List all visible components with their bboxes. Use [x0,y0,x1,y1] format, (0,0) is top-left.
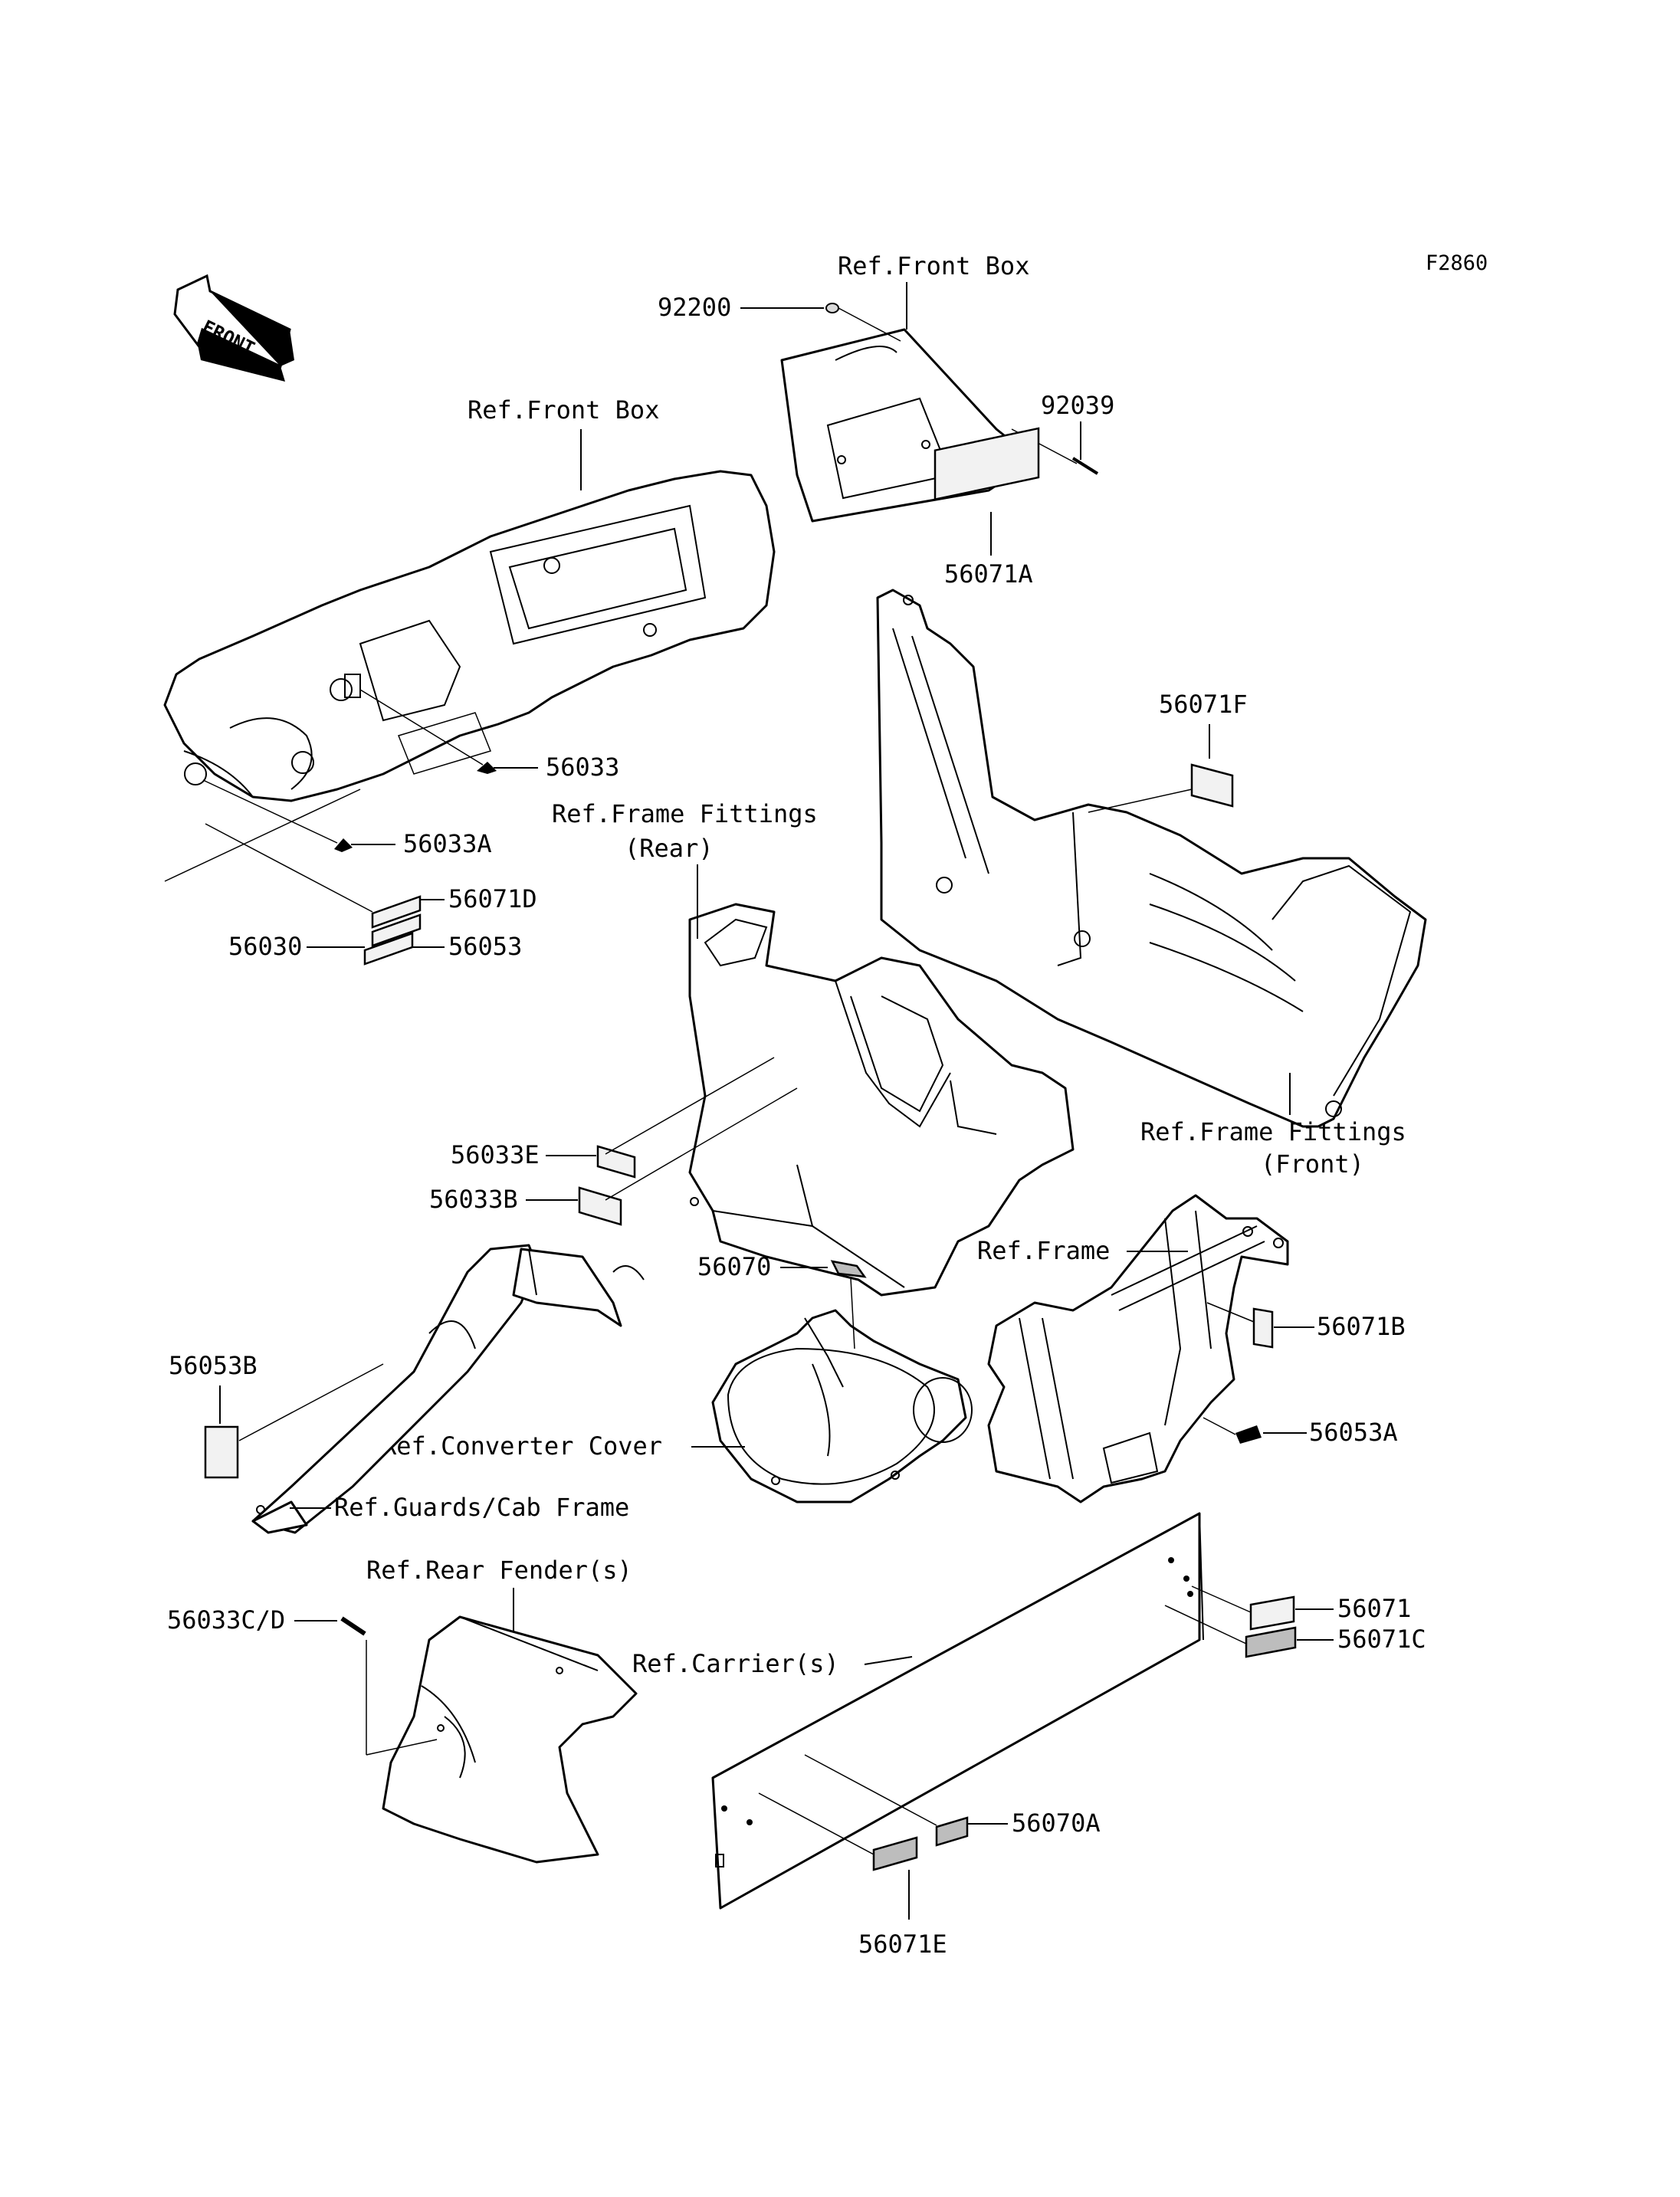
part-56071E-decal [872,1836,918,1871]
ref-carrier-label: Ref.Carrier(s) [632,1649,839,1678]
guards-cab-frame-part [251,1244,645,1534]
part-56053B-label: 56053B [169,1351,258,1380]
part-56033E-decal [596,1145,636,1179]
converter-cover-part [711,1309,973,1503]
part-56071C-label: 56071C [1337,1625,1426,1654]
part-92200-label: 92200 [658,293,731,322]
part-56033A-decal [334,838,353,852]
part-56071C-decal [1245,1626,1297,1658]
part-56071F-decal [1190,763,1234,808]
ref-frame-label: Ref.Frame [977,1236,1110,1265]
part-56030-label: 56030 [228,932,302,961]
figure-code: F2860 [1426,251,1488,275]
part-56070A-decal [935,1816,969,1847]
ref-front-box-top-label: Ref.Front Box [838,251,1029,280]
carrier-panel-part [711,1512,1204,1910]
dashboard-part [163,470,776,802]
part-56070A-label: 56070A [1012,1808,1101,1838]
part-56053B-decal [204,1425,239,1479]
part-56033B-label: 56033B [429,1185,518,1214]
part-56071B-decal [1252,1307,1274,1349]
part-56070-decal [830,1260,867,1278]
part-56033CD-label: 56033C/D [167,1605,285,1635]
ref-frame-fittings-rear-label-1: Ref.Frame Fittings [552,799,818,828]
ref-frame-fittings-rear-label-2: (Rear) [625,834,714,863]
part-56071E-label: 56071E [858,1930,947,1959]
frame-fittings-rear-part [688,903,1075,1297]
part-92200-washer [825,303,839,313]
rear-fender-part [382,1615,638,1864]
front-box-lid-part [780,328,1036,523]
part-56033A-label: 56033A [403,829,492,858]
ref-converter-cover-label: Ref.Converter Cover [382,1431,662,1461]
part-56033E-label: 56033E [451,1140,540,1169]
part-56053-label: 56053 [448,932,522,961]
part-56053A-decal [1235,1425,1262,1444]
part-56071-decal [1249,1595,1295,1631]
ref-frame-fittings-front-label-2: (Front) [1261,1149,1364,1179]
part-56030-decal [371,913,422,947]
frame-part [987,1194,1289,1503]
part-56071D-decal [371,895,422,929]
part-92039-clip [1071,457,1099,475]
part-92039-label: 92039 [1041,391,1114,420]
part-56033CD-strip [340,1616,366,1636]
part-56071D-label: 56071D [448,884,537,913]
part-56071A-decal [934,427,1040,501]
part-56071F-label: 56071F [1159,690,1248,719]
part-56071B-label: 56071B [1317,1312,1406,1341]
part-56033-decal [477,762,497,774]
part-56071-label: 56071 [1337,1594,1411,1623]
part-56071A-label: 56071A [944,559,1033,589]
front-direction-arrow-icon: FRONT [173,274,294,382]
ref-rear-fender-label: Ref.Rear Fender(s) [366,1556,632,1585]
part-56033-label: 56033 [546,753,619,782]
ref-front-box-left-label: Ref.Front Box [468,395,659,425]
part-56053A-label: 56053A [1309,1418,1398,1447]
part-56033B-decal [578,1186,622,1226]
ref-guards-cab-frame-label: Ref.Guards/Cab Frame [334,1493,629,1522]
frame-fittings-front-part [876,589,1427,1128]
part-56070-label: 56070 [697,1252,771,1281]
ref-frame-fittings-front-label-1: Ref.Frame Fittings [1140,1117,1406,1146]
